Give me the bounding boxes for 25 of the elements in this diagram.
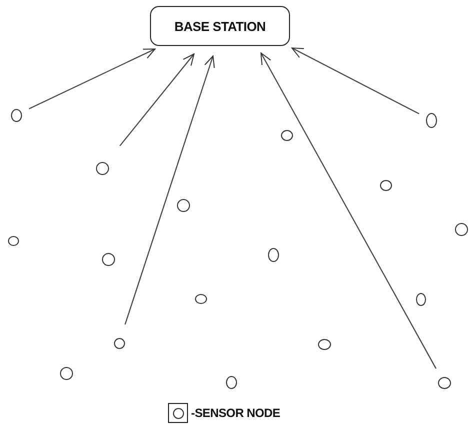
sensor-node-circle [195, 294, 207, 304]
sensor-node-circle [438, 377, 450, 389]
sensor-node-circle [114, 338, 124, 348]
node-label: BASE STATION [174, 18, 266, 34]
sensor-node-circle [281, 130, 293, 140]
sensor-node-circle [268, 248, 278, 262]
legend-label: -SENSOR NODE [191, 406, 280, 420]
sensor-node-circle [226, 376, 236, 388]
arrow [260, 52, 436, 369]
sensor-node-circle [10, 108, 22, 122]
sensor-node-circle [96, 162, 108, 174]
sensor-node-circle [416, 292, 426, 306]
sensor-node-circle [60, 366, 72, 380]
sensor-node-circle [380, 180, 392, 190]
arrow [124, 56, 215, 325]
sensor-node-circle [8, 236, 18, 246]
arrow [28, 48, 156, 110]
base-station-box [150, 6, 290, 46]
sensor-node-circle [454, 222, 468, 236]
arrow [292, 48, 420, 114]
sensor-node-circle [102, 252, 114, 266]
sensor-node-circle [318, 338, 330, 350]
arrow [119, 54, 194, 146]
sensor-node-circle [426, 112, 436, 128]
sensor-node-circle [176, 198, 190, 212]
